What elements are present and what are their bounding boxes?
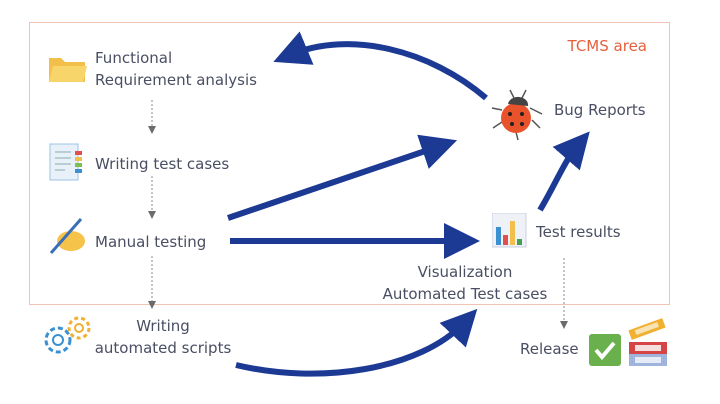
visualization-line1: Visualization bbox=[417, 263, 513, 281]
test-results-label: Test results bbox=[536, 223, 621, 241]
manual-testing-label: Manual testing bbox=[95, 233, 207, 251]
ladybug-icon bbox=[491, 89, 543, 141]
arrow-bug-to-requirement bbox=[273, 31, 488, 101]
arrow-results-to-bug bbox=[537, 131, 590, 212]
automated-scripts-label: Writing automated scripts bbox=[88, 315, 238, 359]
hand-writing-icon bbox=[49, 218, 85, 254]
arrow-auto-to-visualization bbox=[235, 308, 478, 377]
visualization-label: Visualization Automated Test cases bbox=[370, 261, 560, 305]
automated-line2: automated scripts bbox=[94, 339, 232, 357]
folder-icon bbox=[49, 58, 87, 82]
bar-chart-icon bbox=[492, 213, 527, 248]
visualization-line2: Automated Test cases bbox=[382, 285, 548, 303]
gears-icon bbox=[44, 316, 91, 354]
bug-reports-label: Bug Reports bbox=[554, 101, 646, 119]
requirement-label: Functional Requirement analysis bbox=[95, 47, 257, 91]
test-cases-label: Writing test cases bbox=[95, 155, 230, 173]
automated-line1: Writing bbox=[136, 317, 190, 335]
requirement-line1: Functional bbox=[95, 49, 173, 67]
release-label: Release bbox=[520, 340, 579, 358]
arrow-manual-to-bug bbox=[227, 134, 458, 221]
stacked-boxes-icon bbox=[628, 318, 667, 366]
document-icon bbox=[49, 143, 82, 181]
tcms-area-label: TCMS area bbox=[567, 37, 647, 55]
checkmark-icon bbox=[589, 334, 621, 366]
requirement-line2: Requirement analysis bbox=[95, 71, 257, 89]
tcms-area: TCMS area bbox=[29, 22, 670, 305]
